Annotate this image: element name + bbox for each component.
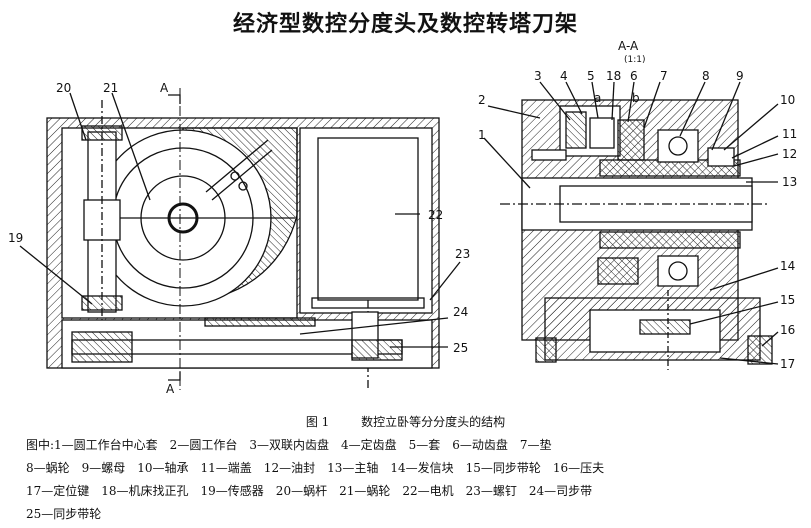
technical-drawing: 20 21 19 22 23 24 25 A A	[8, 39, 797, 396]
callout-label: 2	[478, 93, 486, 107]
callout-label: 19	[8, 231, 23, 245]
callout-label: 10	[780, 93, 795, 107]
right-callouts: 2 1 3 4 5 18 6 7 8 9 10 11 12 13 14 15 1…	[478, 39, 797, 371]
callout-label: 12	[782, 147, 797, 161]
figure-number: 图 1	[305, 415, 330, 429]
callout-label: 23	[455, 247, 470, 261]
right-view	[483, 81, 779, 370]
left-callouts: 20 21 19 22 23 24 25 A A	[8, 81, 470, 396]
callout-label: 9	[736, 69, 744, 83]
legend-line: 25—同步带轮	[26, 507, 102, 521]
callout-label: 25	[453, 341, 468, 355]
legend-line: 图中:1—圆工作台中心套 2—圆工作台 3—双联内齿盘 4—定齿盘 5—套 6—…	[26, 438, 552, 452]
figure-caption-text: 数控立卧等分分度头的结构	[361, 415, 506, 429]
callout-label: 13	[782, 175, 797, 189]
callout-label: 7	[660, 69, 668, 83]
legend-line: 8—蜗轮 9—螺母 10—轴承 11—端盖 12—油封 13—主轴 14—发信块…	[26, 461, 605, 475]
callout-label: 17	[780, 357, 795, 371]
section-name: A-A	[618, 39, 639, 53]
callout-label: 21	[103, 81, 118, 95]
section-mark-bottom: A	[166, 382, 175, 396]
callout-label: 18	[606, 69, 621, 83]
callout-label: 11	[782, 127, 797, 141]
left-view	[19, 88, 461, 390]
callout-label: 14	[780, 259, 795, 273]
callout-label: 5	[587, 69, 595, 83]
mark-a: a	[594, 91, 601, 105]
page-title: 经济型数控分度头及数控转塔刀架	[232, 12, 578, 37]
callout-label: 22	[428, 208, 443, 222]
figure-caption: 图 1 数控立卧等分分度头的结构	[0, 413, 811, 430]
legend-line: 17—定位键 18—机床找正孔 19—传感器 20—蜗杆 21—蜗轮 22—电机…	[26, 484, 593, 498]
section-mark-top: A	[160, 81, 169, 95]
callout-label: 8	[702, 69, 710, 83]
callout-label: 20	[56, 81, 71, 95]
callout-label: 15	[780, 293, 795, 307]
section-scale: (1:1)	[624, 55, 646, 65]
mark-b: b	[632, 91, 640, 105]
callout-label: 16	[780, 323, 795, 337]
callout-label: 24	[453, 305, 468, 319]
callout-label: 6	[630, 69, 638, 83]
callout-label: 4	[560, 69, 568, 83]
callout-label: 1	[478, 128, 486, 142]
callout-label: 3	[534, 69, 542, 83]
